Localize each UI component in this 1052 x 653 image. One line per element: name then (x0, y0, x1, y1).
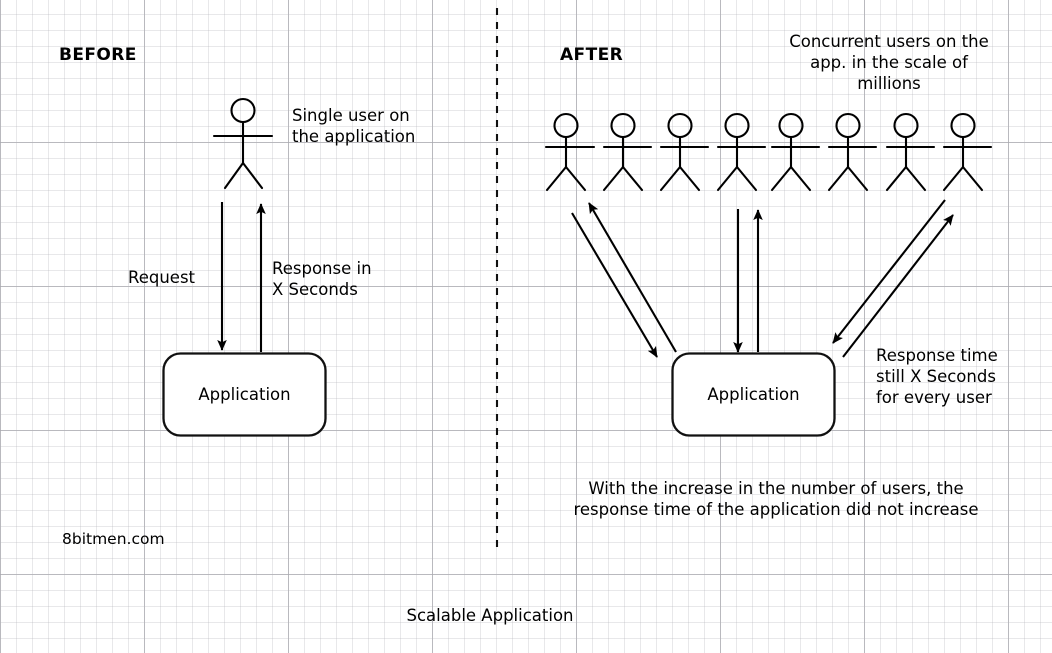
response-time-note-right: Response time still X Seconds for every … (876, 346, 998, 407)
application-box-label-left: Application (198, 385, 291, 404)
response-arrow-right-right-diagonal (832, 199, 946, 344)
request-arrow-right-right-diagonal (842, 214, 954, 358)
watermark: 8bitmen.com (62, 530, 165, 548)
after-heading: AFTER (560, 45, 624, 65)
conclusion-note: With the increase in the number of users… (573, 479, 979, 519)
stick-figure-4 (716, 112, 767, 192)
response-arrow-right-left-diagonal (588, 202, 677, 353)
single-user-note: Single user on the application (292, 106, 416, 146)
stick-figure-5 (770, 112, 821, 192)
request-arrow-right-left-diagonal (571, 212, 658, 358)
application-box-left (162, 352, 327, 437)
stick-figure-1 (544, 112, 596, 192)
stick-figure-single (212, 97, 274, 190)
stick-figure-6 (827, 112, 878, 192)
response-label-left: Response in X Seconds (272, 259, 372, 299)
stick-figure-8 (942, 112, 993, 192)
request-label-left: Request (128, 268, 196, 287)
stick-figure-crowd (544, 112, 993, 192)
stick-figure-2 (602, 112, 653, 192)
stick-figure-7 (885, 112, 936, 192)
stick-figure-3 (659, 112, 710, 192)
concurrent-users-note: Concurrent users on the app. in the scal… (789, 32, 989, 93)
application-box-right (671, 352, 836, 437)
diagram-title: Scalable Application (406, 606, 574, 625)
application-box-label-right: Application (707, 385, 800, 404)
before-heading: BEFORE (59, 45, 137, 65)
